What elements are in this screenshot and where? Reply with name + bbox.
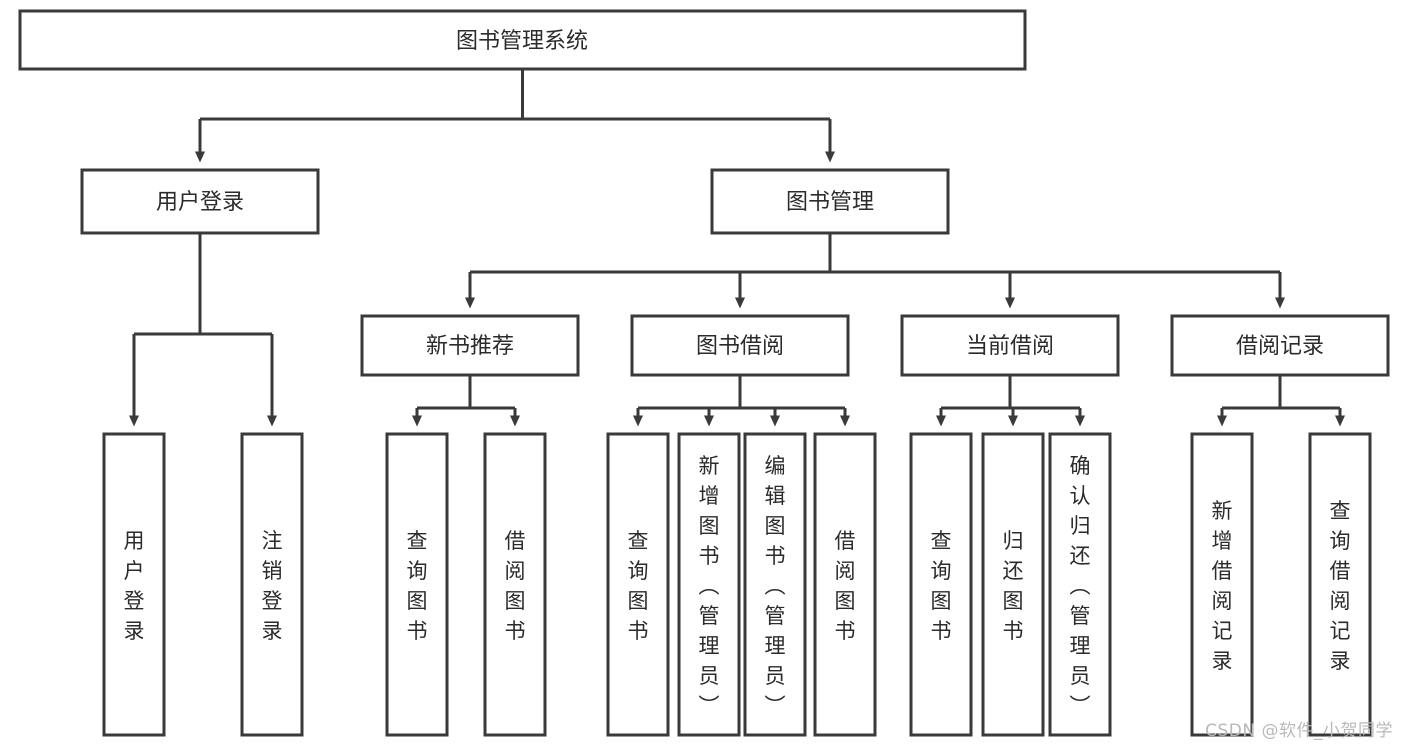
leaf-node-box[interactable] xyxy=(483,432,547,737)
node-book-management[interactable]: 图书管理 xyxy=(710,168,950,235)
leaf-node-box[interactable] xyxy=(813,432,877,737)
leaf-node-box[interactable] xyxy=(909,432,973,737)
node-book-management-box[interactable] xyxy=(710,168,950,235)
leaf-node[interactable]: 确认归还︵管理员︶ xyxy=(1048,432,1112,737)
leaf-node[interactable]: 借阅图书 xyxy=(483,432,547,737)
leaf-node-label: 新增借阅记录 xyxy=(1212,499,1233,673)
node-new-book-recommend-box[interactable] xyxy=(360,314,580,377)
leaf-node[interactable]: 编辑图书︵管理员︶ xyxy=(743,432,807,737)
node-current-borrow-label: 当前借阅 xyxy=(966,334,1054,359)
leaf-nodes: 用户登录 注销登录 查询图书 借阅图书 查询图书 新增图书︵管理员︶ 编辑图书︵管理员︶ 借阅… xyxy=(102,432,1372,737)
leaf-node-box[interactable] xyxy=(606,432,670,737)
leaf-node-box[interactable] xyxy=(1048,432,1112,737)
leaf-node-box[interactable] xyxy=(677,432,741,737)
leaf-node-label: 确认归还︵管理员︶ xyxy=(1070,454,1091,718)
leaf-node[interactable]: 新增图书︵管理员︶ xyxy=(677,432,741,737)
leaf-node-label: 查询图书 xyxy=(931,529,952,643)
leaf-node-box[interactable] xyxy=(743,432,807,737)
leaf-node-label: 查询图书 xyxy=(407,529,428,643)
leaf-node[interactable]: 归还图书 xyxy=(981,432,1045,737)
node-user-login[interactable]: 用户登录 xyxy=(80,168,320,235)
node-borrow-record-box[interactable] xyxy=(1170,314,1390,377)
node-current-borrow-box[interactable] xyxy=(900,314,1120,377)
leaf-node[interactable]: 用户登录 xyxy=(102,432,166,737)
leaf-node[interactable]: 查询图书 xyxy=(606,432,670,737)
leaf-node[interactable]: 查询借阅记录 xyxy=(1308,432,1372,737)
node-book-management-label: 图书管理 xyxy=(786,190,874,215)
node-book-borrow-label: 图书借阅 xyxy=(696,334,784,359)
node-root-box[interactable] xyxy=(18,9,1027,71)
leaf-node[interactable]: 查询图书 xyxy=(385,432,449,737)
leaf-node-label: 用户登录 xyxy=(124,529,145,643)
node-borrow-record-label: 借阅记录 xyxy=(1236,334,1324,359)
leaf-node-box[interactable] xyxy=(981,432,1045,737)
leaf-node-box[interactable] xyxy=(385,432,449,737)
node-user-login-box[interactable] xyxy=(80,168,320,235)
leaf-node[interactable]: 借阅图书 xyxy=(813,432,877,737)
node-root[interactable]: 图书管理系统 xyxy=(18,9,1027,71)
node-layer: 图书管理系统 用户登录 图书管理 新书推荐 图书借阅 当前 xyxy=(18,9,1390,737)
leaf-node-box[interactable] xyxy=(102,432,166,737)
leaf-node-label: 编辑图书︵管理员︶ xyxy=(765,454,786,718)
node-book-borrow[interactable]: 图书借阅 xyxy=(630,314,850,377)
leaf-node-label: 借阅图书 xyxy=(505,529,526,643)
leaf-node-label: 借阅图书 xyxy=(835,529,856,643)
leaf-node-label: 归还图书 xyxy=(1003,529,1024,643)
node-new-book-recommend[interactable]: 新书推荐 xyxy=(360,314,580,377)
leaf-node-box[interactable] xyxy=(1308,432,1372,737)
node-borrow-record[interactable]: 借阅记录 xyxy=(1170,314,1390,377)
leaf-node-label: 注销登录 xyxy=(262,529,283,643)
connector-layer xyxy=(129,69,1345,427)
node-new-book-recommend-label: 新书推荐 xyxy=(426,334,514,359)
leaf-node[interactable]: 新增借阅记录 xyxy=(1190,432,1254,737)
leaf-node-box[interactable] xyxy=(1190,432,1254,737)
leaf-node-box[interactable] xyxy=(240,432,304,737)
node-root-label: 图书管理系统 xyxy=(456,29,588,54)
leaf-node[interactable]: 查询图书 xyxy=(909,432,973,737)
leaf-node-label: 查询借阅记录 xyxy=(1330,499,1351,673)
leaf-node-label: 新增图书︵管理员︶ xyxy=(699,454,720,718)
node-current-borrow[interactable]: 当前借阅 xyxy=(900,314,1120,377)
leaf-node[interactable]: 注销登录 xyxy=(240,432,304,737)
node-user-login-label: 用户登录 xyxy=(156,190,244,215)
node-book-borrow-box[interactable] xyxy=(630,314,850,377)
leaf-node-label: 查询图书 xyxy=(628,529,649,643)
